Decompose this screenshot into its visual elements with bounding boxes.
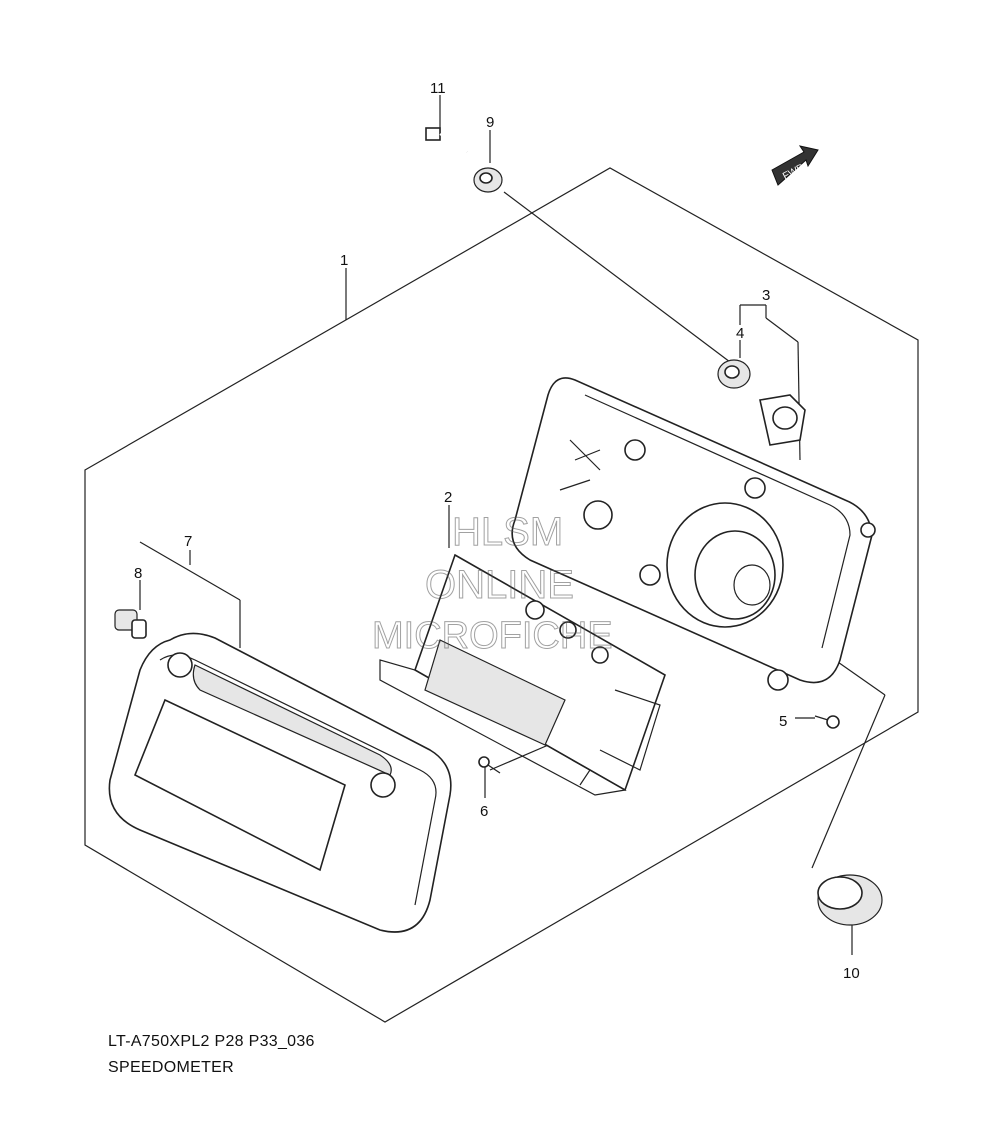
callout-11: 11	[430, 80, 446, 97]
part-5-screw	[814, 715, 840, 729]
part-2-meter-module	[379, 553, 666, 796]
callouts: 1 2 3 4 5 6 7 8 9 10 11	[134, 80, 860, 982]
diagram-title: SPEEDOMETER	[108, 1059, 234, 1076]
diagram-code: LT-A750XPL2 P28 P33_036	[108, 1033, 315, 1050]
fwd-arrow-icon: FWD	[771, 145, 819, 186]
watermark-line-2: ONLINE	[425, 563, 574, 607]
callout-8: 8	[134, 565, 142, 582]
part-3-rear-case	[511, 377, 876, 691]
callout-6: 6	[480, 803, 488, 820]
callout-3: 3	[762, 287, 770, 304]
part-11-screw	[425, 127, 468, 153]
callout-9: 9	[486, 114, 494, 131]
part-10-cap	[817, 874, 883, 926]
watermark-line-1: HLSM	[452, 510, 563, 554]
watermark-line-3: MICROFICHE	[372, 615, 613, 657]
callout-5: 5	[779, 713, 787, 730]
part-7-front-cover	[108, 632, 452, 933]
part-9-grommet	[473, 167, 503, 193]
leader-lines	[139, 95, 886, 955]
callout-7: 7	[184, 533, 192, 550]
assembly-boundary	[84, 167, 919, 1023]
part-8-bolt	[114, 609, 147, 639]
callout-4: 4	[736, 325, 744, 342]
callout-10: 10	[843, 965, 860, 982]
part-6-screw	[478, 756, 501, 774]
callout-1: 1	[340, 252, 348, 269]
part-4-grommet	[717, 359, 751, 389]
callout-2: 2	[444, 489, 452, 506]
watermark: HLSM ONLINE MICROFICHE	[372, 510, 614, 658]
